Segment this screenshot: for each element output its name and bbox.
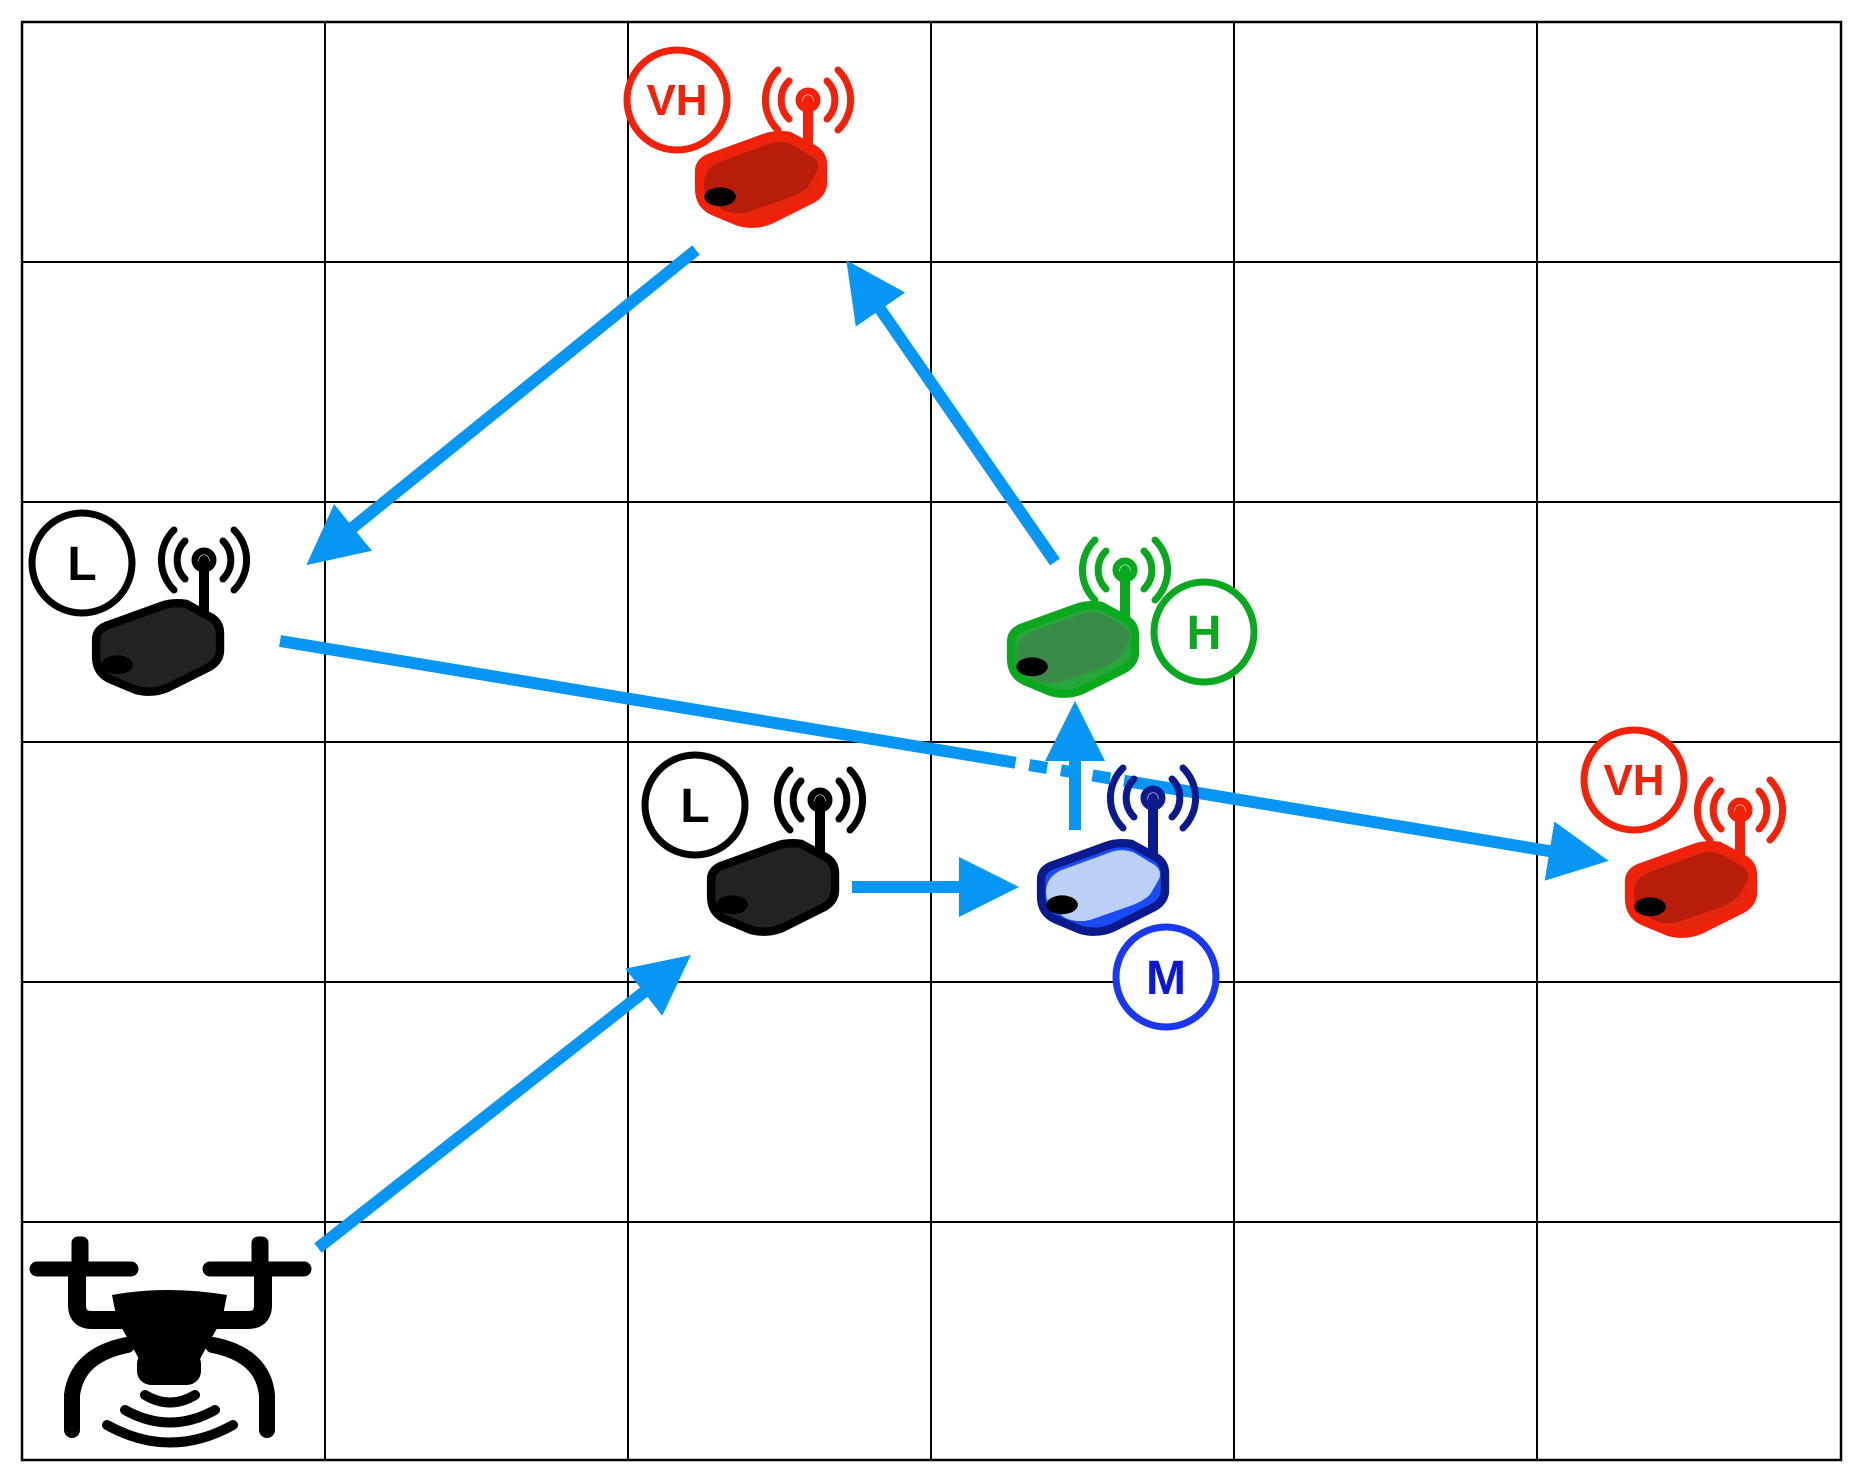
- sensor-node-vh-top: VH: [623, 46, 855, 228]
- level-badge-vh: VH: [1580, 726, 1688, 834]
- uav-path: [279, 245, 1609, 1253]
- level-badge-l: L: [641, 751, 749, 859]
- wireless-sensor-icon: [694, 131, 828, 228]
- level-badge-vh: VH: [623, 46, 731, 154]
- antenna-signal-icon: [773, 766, 867, 875]
- path-arrow-l-left-to-vh-right: [279, 635, 1609, 881]
- sensor-node-h-mid: H: [1006, 536, 1258, 698]
- grid: [20, 20, 1843, 1462]
- sensor-node-l-center: L: [641, 751, 867, 936]
- level-label: H: [1187, 607, 1222, 660]
- sensor-node-m-center: M: [1036, 764, 1220, 1031]
- sensor-nodes: VH L H: [28, 46, 1787, 1448]
- drone-icon: [29, 1236, 312, 1448]
- wireless-sensor-icon: [91, 599, 225, 696]
- path-arrow-drone-to-l-center: [314, 955, 691, 1253]
- sensor-node-l-left: L: [28, 509, 251, 696]
- level-label: VH: [1603, 756, 1664, 805]
- path-arrow-h-mid-to-vh-top: [846, 260, 1060, 566]
- sensor-node-vh-right: VH: [1580, 726, 1787, 938]
- path-arrow-vh-top-to-l-left: [306, 245, 700, 566]
- level-badge-m: M: [1112, 923, 1220, 1031]
- wireless-sensor-icon: [1624, 841, 1758, 938]
- level-label: M: [1146, 952, 1186, 1005]
- wireless-sensor-icon: [1036, 839, 1170, 936]
- wireless-sensor-icon: [1006, 601, 1140, 698]
- level-label: L: [680, 780, 709, 833]
- level-label: L: [67, 538, 96, 591]
- wireless-sensor-icon: [706, 839, 840, 936]
- level-badge-h: H: [1150, 578, 1258, 686]
- level-badge-l: L: [28, 509, 136, 617]
- level-label: VH: [646, 76, 707, 125]
